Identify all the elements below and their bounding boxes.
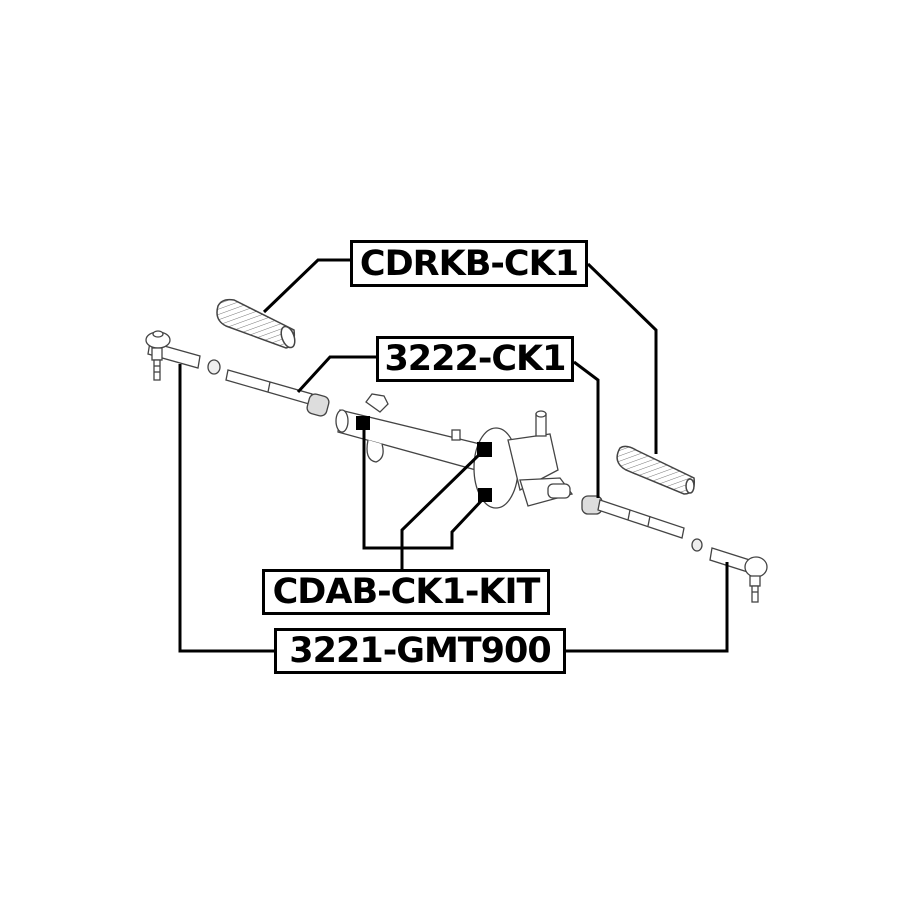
leader-cdrkb-right [586,262,658,454]
leader-lines [178,258,729,653]
part-label-3222-ck1[interactable]: 3222-CK1 [376,336,574,382]
right-inner-tie-rod [581,495,685,539]
left-steering-boot [216,298,296,349]
part-label-cdrkb-ck1[interactable]: CDRKB-CK1 [350,240,588,287]
left-inner-tie-rod [225,369,330,417]
leader-cdrkb-left [262,258,350,314]
leader-3222-left [296,355,376,394]
rack-housing [335,393,481,471]
leader-3222-right [573,360,600,498]
part-label-3221-gmt900[interactable]: 3221-GMT900 [274,628,566,674]
right-jam-nut [691,538,703,552]
marker-bushing-center-lower [478,488,492,502]
left-outer-tie-rod-end [145,330,201,381]
leader-3221-right [566,562,729,653]
right-steering-boot [616,445,696,495]
marker-bushing-left [356,416,370,430]
right-outer-tie-rod-end [709,547,768,603]
leader-cdab-center [400,448,486,569]
leader-cdab-left [362,424,486,550]
marker-bushing-center-upper [477,442,492,457]
part-label-cdab-ck1-kit[interactable]: CDAB-CK1-KIT [262,569,550,615]
gearbox-valve-body [473,410,574,509]
leader-3221-left [178,364,274,653]
bushing-markers [356,416,492,502]
left-jam-nut [207,359,221,375]
